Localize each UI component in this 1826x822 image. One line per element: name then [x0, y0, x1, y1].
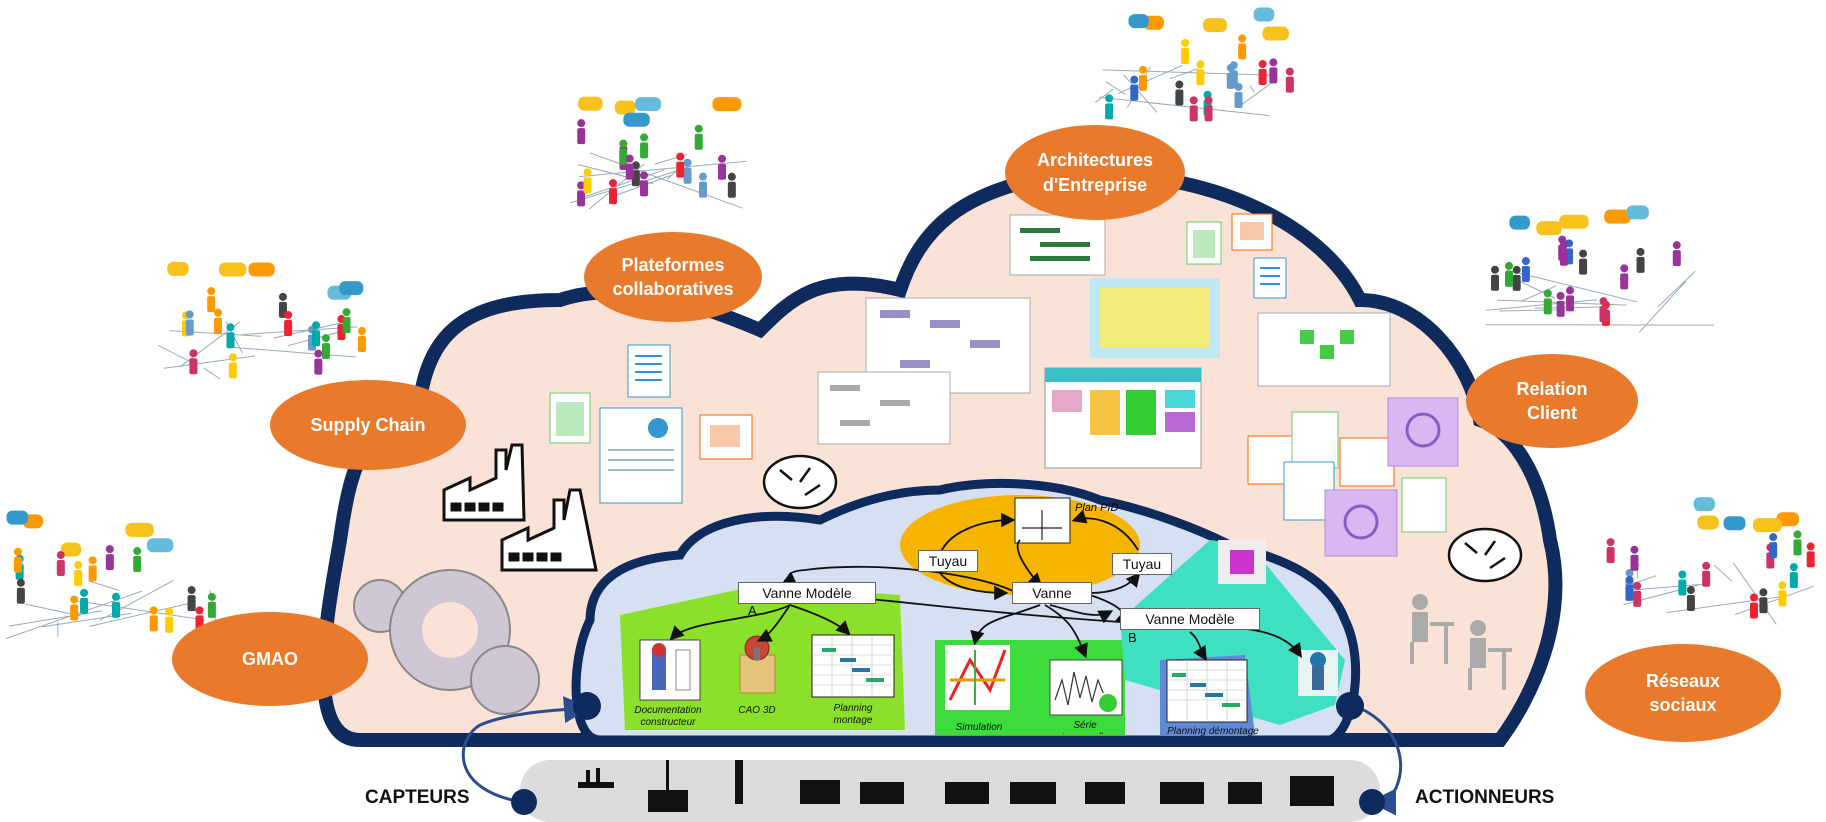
- workers-icon: [1410, 594, 1512, 690]
- simulation-image: [945, 645, 1010, 710]
- planning-chart-a: [811, 634, 895, 698]
- serie-temporelle-image: [1049, 659, 1123, 716]
- actionneurs-label: ACTIONNEURS: [1415, 787, 1555, 808]
- planning-demontage-caption: Planning démontage: [1167, 726, 1259, 737]
- gmao-bubble: GMAO: [172, 612, 368, 706]
- people-crowd-0: [570, 96, 747, 210]
- people-crowd-4: [5, 510, 219, 640]
- capability-map: [1044, 367, 1202, 469]
- reseaux-bubble: Réseaux sociaux: [1585, 644, 1781, 742]
- pipe-3d-image: [1218, 540, 1266, 584]
- vanne-b-suffix: B: [1128, 630, 1137, 645]
- tuyau-left-label: Tuyau: [918, 550, 978, 572]
- brain-icon: [1447, 527, 1523, 583]
- tuyau-right-label: Tuyau: [1112, 553, 1172, 575]
- vanne-modele-b-text: Vanne Modèle: [1145, 611, 1235, 627]
- architectures-bubble: Architectures d'Entreprise: [1005, 125, 1185, 220]
- vanne-modele-b-label: Vanne Modèle: [1120, 608, 1260, 630]
- inner-cloud-node-right: [1336, 692, 1364, 720]
- vanne-a-suffix: A: [748, 603, 757, 618]
- presentation-icon: [699, 414, 753, 460]
- doc-constructeur-caption: Documentation constructeur: [634, 705, 702, 728]
- spreadsheet-icon: [549, 392, 591, 444]
- graph-arrows: [669, 509, 1302, 662]
- cao-3d-caption: CAO 3D: [738, 705, 776, 716]
- pid-image: [1014, 497, 1071, 544]
- inner-cloud-node-left: [573, 692, 601, 720]
- people-crowd-3: [1485, 205, 1714, 333]
- planning-chart-b: [1166, 659, 1248, 723]
- process-diagram: [817, 371, 951, 445]
- vanne-modele-a-label: Vanne Modèle: [738, 582, 876, 604]
- brain-icon: [762, 454, 838, 510]
- spreadsheet-icon: [1186, 221, 1222, 265]
- capteurs-node: [511, 789, 537, 815]
- flow-diagram: [1257, 312, 1391, 387]
- vanne-modele-a-text: Vanne Modèle: [762, 585, 852, 601]
- capteurs-label: CAPTEURS: [365, 787, 470, 808]
- presentation-icon: [1231, 213, 1273, 251]
- factory-icon: [500, 488, 598, 572]
- plan-pid-label: Plan PID: [1075, 502, 1119, 514]
- planning-montage-caption: Planning montage: [833, 703, 873, 726]
- doc-constructeur-image: [639, 639, 701, 701]
- simulation-caption: Simulation: [955, 722, 1003, 733]
- report-icon: [599, 407, 683, 504]
- serie-temporelle-caption: Série temporelle: [1062, 720, 1109, 734]
- architecture-map: [1090, 278, 1220, 358]
- supply-chain-bubble: Supply Chain: [270, 380, 466, 470]
- relation-client-bubble: Relation Client: [1466, 354, 1638, 448]
- equipment-icons: [578, 760, 1334, 812]
- capteurs-connector: [461, 696, 591, 804]
- people-crowd-5: [1606, 497, 1815, 625]
- valve-3d-image: [1298, 650, 1338, 696]
- document-icon: [1253, 257, 1287, 299]
- factory-icon: [442, 443, 526, 522]
- vanne-label: Vanne: [1012, 582, 1092, 604]
- gear-hole: [422, 602, 478, 658]
- documents-stack: [1247, 397, 1459, 557]
- actionneurs-node: [1359, 789, 1385, 815]
- gantt-chart: [1009, 214, 1106, 276]
- people-crowd-2: [157, 261, 366, 380]
- document-icon: [627, 344, 671, 398]
- people-crowd-1: [1094, 7, 1294, 122]
- plateformes-bubble: Plateformes collaboratives: [584, 232, 762, 322]
